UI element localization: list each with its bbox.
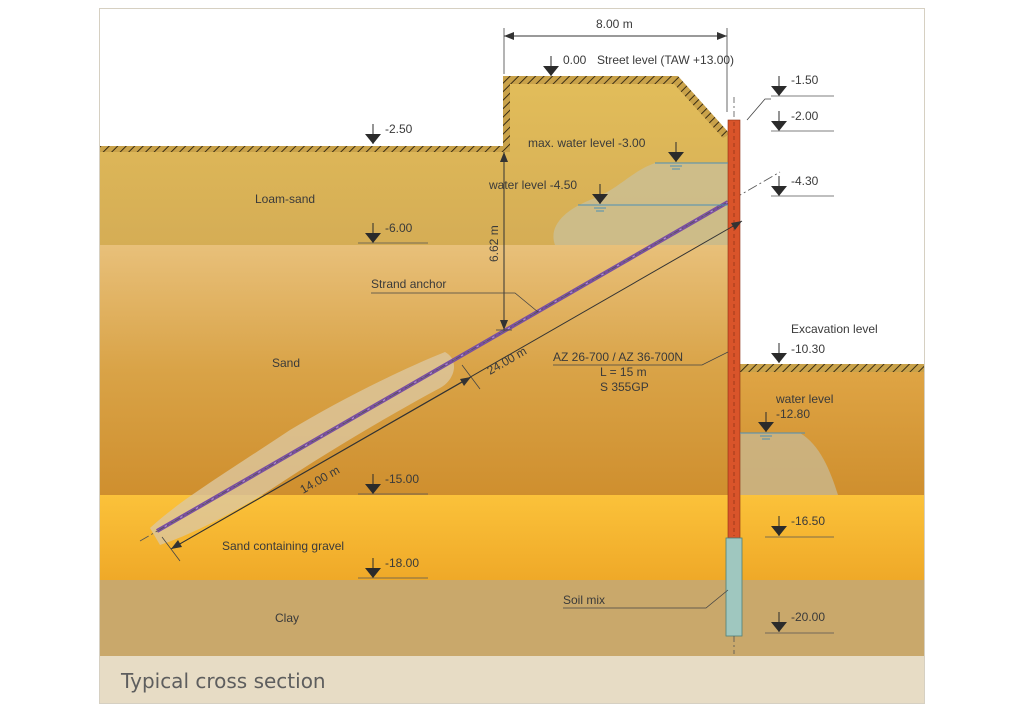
dim-height-label: 6.62 m — [487, 225, 501, 262]
ground-surface-left — [100, 146, 503, 152]
wet-zone-behind-wall — [553, 163, 728, 245]
level-l250: -2.50 — [385, 122, 413, 136]
dim-anchor-total-arrow-end — [731, 221, 742, 230]
level-street-note: Street level (TAW +13.00) — [597, 53, 734, 67]
loam-sand-layer — [100, 79, 728, 245]
level-marker-minus-2-00: -2.00 — [746, 98, 834, 132]
dim-width-label: 8.00 m — [596, 17, 633, 31]
dim-width-arrow-right — [717, 32, 727, 40]
dim-height-arrow-top — [500, 152, 508, 162]
callout-strand-anchor: Strand anchor — [371, 277, 539, 313]
water-max-label: max. water level -3.00 — [528, 136, 646, 150]
level-excavation-title: Excavation level — [791, 322, 878, 336]
frame-border — [99, 8, 925, 704]
layer-label-sand: Sand — [272, 356, 300, 370]
label-sheet-pile-3: S 355GP — [600, 380, 649, 394]
dim-anchor-bond-arrow-end — [460, 377, 471, 386]
level-marker-minus-20-00: -20.00 — [765, 610, 834, 634]
clay-layer — [100, 580, 924, 656]
layer-label-clay: Clay — [275, 611, 299, 625]
caption-title: Typical cross section — [120, 669, 326, 693]
caption-band — [100, 656, 924, 703]
level-l1800: -18.00 — [385, 556, 419, 570]
dim-anchor-total-arrow-start — [171, 540, 182, 549]
water-450-label: water level -4.50 — [488, 178, 577, 192]
level-l1030: -10.30 — [791, 342, 825, 356]
level-l600: -6.00 — [385, 221, 413, 235]
level-street-value: 0.00 — [563, 53, 587, 67]
wet-zone-excavation — [740, 433, 838, 495]
label-soil-mix: Soil mix — [563, 593, 605, 607]
dim-anchor-bond-line — [170, 376, 472, 550]
water-right-value: -12.80 — [776, 407, 810, 421]
level-marker-street: 0.00 Street level (TAW +13.00) — [543, 53, 734, 76]
level-marker-minus-16-50: -16.50 — [765, 514, 834, 538]
level-marker-minus-15-00: -15.00 — [358, 472, 428, 495]
layer-label-loam-sand: Loam-sand — [255, 192, 315, 206]
label-sheet-pile-1: AZ 26-700 / AZ 36-700N — [553, 350, 683, 364]
level-l1500: -15.00 — [385, 472, 419, 486]
label-sheet-pile-2: L = 15 m — [600, 365, 647, 379]
level-marker-minus-4-30: -4.30 — [771, 174, 834, 197]
level-marker-minus-1-50: -1.50 — [771, 73, 834, 97]
level-l1650: -16.50 — [791, 514, 825, 528]
dim-width-arrow-left — [504, 32, 514, 40]
ground-surface-excavation — [740, 364, 924, 372]
level-l150: -1.50 — [791, 73, 819, 87]
level-marker-minus-10-30: Excavation level -10.30 — [771, 322, 878, 363]
layer-label-sand-gravel: Sand containing gravel — [222, 539, 344, 553]
level-l2000: -20.00 — [791, 610, 825, 624]
water-level-max: max. water level -3.00 — [528, 136, 728, 170]
dim-anchor-bond-tick-start — [161, 536, 181, 562]
water-level-excavation: water level -12.80 — [740, 392, 833, 440]
label-strand-anchor: Strand anchor — [371, 277, 446, 291]
callout-soil-mix: Soil mix — [563, 589, 729, 609]
level-l200: -2.00 — [791, 109, 819, 123]
level-marker-minus-2-50: -2.50 — [365, 122, 413, 144]
ground-surface-street — [503, 76, 730, 152]
dim-height-arrow-bottom — [500, 320, 508, 330]
callout-sheet-pile: AZ 26-700 / AZ 36-700N L = 15 m S 355GP — [553, 350, 729, 394]
level-l430: -4.30 — [791, 174, 819, 188]
dim-anchor-bond-tick-end — [461, 364, 481, 390]
anchor-axis-extension — [139, 171, 781, 542]
level-marker-minus-6-00: -6.00 — [358, 221, 428, 244]
water-right-title: water level — [775, 392, 833, 406]
level-marker-minus-18-00: -18.00 — [358, 556, 428, 579]
water-level-4-50: water level -4.50 — [488, 178, 728, 212]
soil-mix-column — [725, 537, 743, 637]
